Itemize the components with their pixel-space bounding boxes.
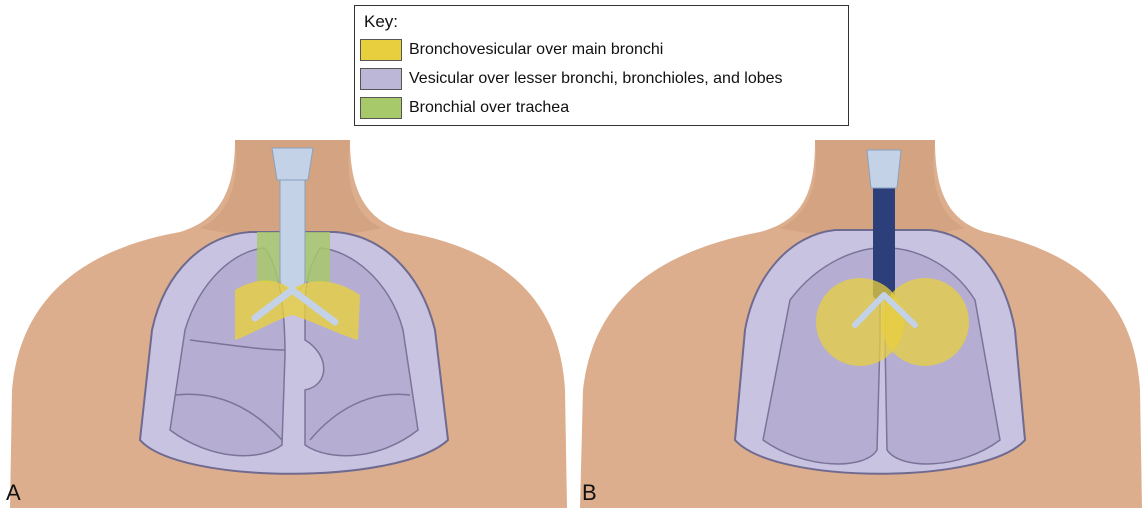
panel-label-b: B <box>582 480 597 506</box>
key-item-vesicular: Vesicular over lesser bronchi, bronchiol… <box>360 66 783 92</box>
key-label-vesicular: Vesicular over lesser bronchi, bronchiol… <box>409 70 783 88</box>
key-label-bronchial: Bronchial over trachea <box>409 99 569 117</box>
panel-label-a: A <box>6 480 21 506</box>
key-label-bronchovesicular: Bronchovesicular over main bronchi <box>409 41 663 59</box>
anterior-chest-illustration <box>0 140 575 508</box>
key-legend: Key: Bronchovesicular over main bronchi … <box>354 5 849 126</box>
key-item-bronchial: Bronchial over trachea <box>360 95 569 121</box>
posterior-chest-illustration <box>575 140 1143 508</box>
larynx-posterior <box>867 150 901 188</box>
bronchovesicular-zone-left-posterior <box>881 278 969 366</box>
swatch-vesicular <box>360 68 402 90</box>
key-item-bronchovesicular: Bronchovesicular over main bronchi <box>360 37 663 63</box>
larynx-anterior <box>272 148 313 180</box>
swatch-bronchovesicular <box>360 39 402 61</box>
swatch-bronchial <box>360 97 402 119</box>
key-title: Key: <box>364 12 398 32</box>
